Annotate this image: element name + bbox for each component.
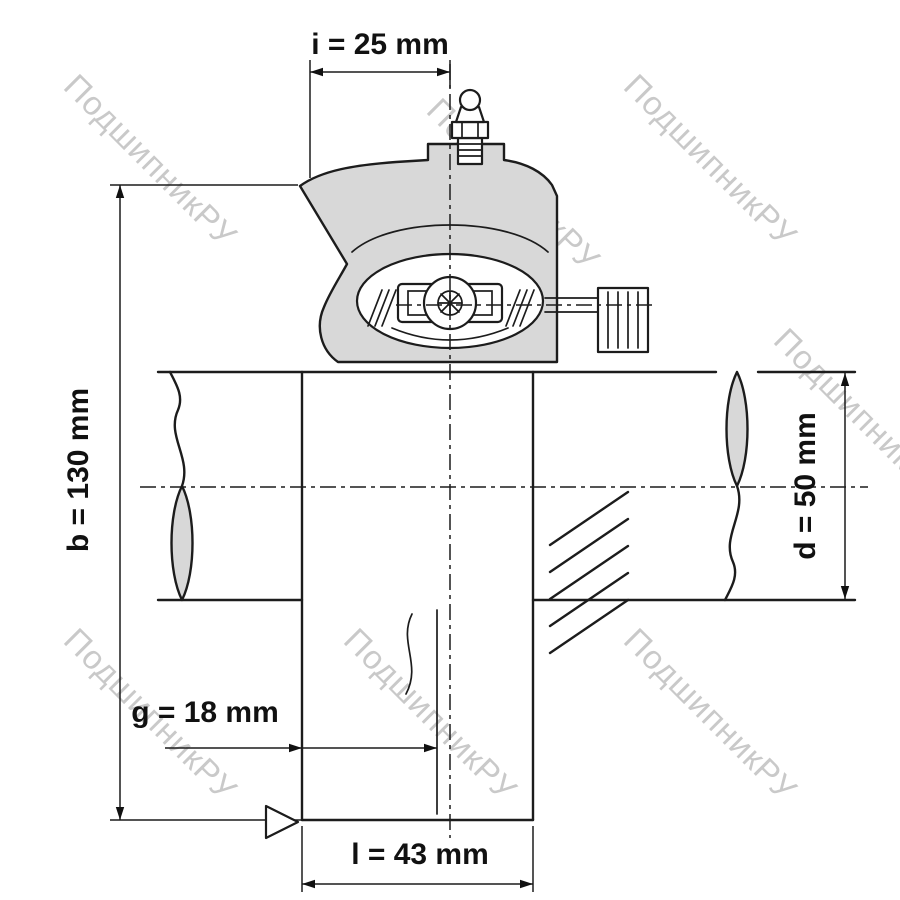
dim-l-arrow-right — [520, 879, 533, 889]
dim-b-arrow-top — [115, 185, 125, 198]
dim-g-arrow-right — [424, 743, 437, 753]
shaft-break-right — [725, 370, 749, 488]
collar-knurl-lines — [607, 291, 639, 349]
dim-i-label: i = 25 mm — [311, 28, 449, 61]
hub-break-curve — [405, 613, 413, 695]
grease-fitting-ball — [458, 88, 482, 112]
dim-d-label: d = 50 mm — [789, 412, 822, 560]
dimension-l: l = 43 mm — [301, 826, 534, 892]
dimension-g: g = 18 mm — [131, 696, 437, 753]
seal-hatch-left — [367, 289, 397, 327]
dimension-d: d = 50 mm — [789, 372, 850, 600]
shaft-break-right-curve — [723, 484, 741, 602]
grease-fitting-hex — [450, 120, 490, 140]
locking-device — [544, 286, 650, 655]
grease-fitting-threads — [457, 143, 483, 157]
dim-b-arrow-bottom — [115, 807, 125, 820]
dim-l-arrow-left — [302, 879, 315, 889]
watermark-text: ПодшипникРУ — [57, 67, 244, 254]
dim-i-arrow-left — [310, 67, 323, 77]
dim-g-label: g = 18 mm — [131, 696, 279, 729]
datum-flag — [264, 804, 300, 840]
locking-collar-block — [596, 286, 650, 354]
grease-fitting — [450, 88, 490, 166]
dim-l-label: l = 43 mm — [351, 838, 489, 871]
housing-body — [298, 142, 559, 364]
seal-hatch-right — [505, 289, 535, 327]
dim-b-label: b = 130 mm — [62, 388, 95, 552]
dim-d-arrow-bottom — [840, 586, 850, 599]
dim-i-arrow-right — [437, 67, 450, 77]
watermark-text: ПодшипникРУ — [767, 321, 900, 508]
watermark-text: ПодшипникРУ — [337, 621, 524, 808]
shaft-break-left — [170, 484, 194, 602]
watermark-text: ПодшипникРУ — [617, 67, 804, 254]
thread-hatch — [548, 490, 630, 655]
centerlines — [140, 64, 868, 838]
dim-d-arrow-top — [840, 373, 850, 386]
dimension-i: i = 25 mm — [309, 28, 451, 178]
grease-fitting-shank — [456, 136, 484, 166]
watermark-text: ПодшипникРУ — [617, 621, 804, 808]
collar-connector-lines — [544, 297, 599, 313]
shaft — [156, 370, 857, 602]
shaft-break-left-curve — [168, 370, 186, 488]
grease-fitting-hex-facets — [461, 121, 479, 139]
set-screw-knurl — [437, 290, 463, 316]
dim-g-arrow-left — [289, 743, 302, 753]
hub-sleeve — [300, 370, 535, 822]
